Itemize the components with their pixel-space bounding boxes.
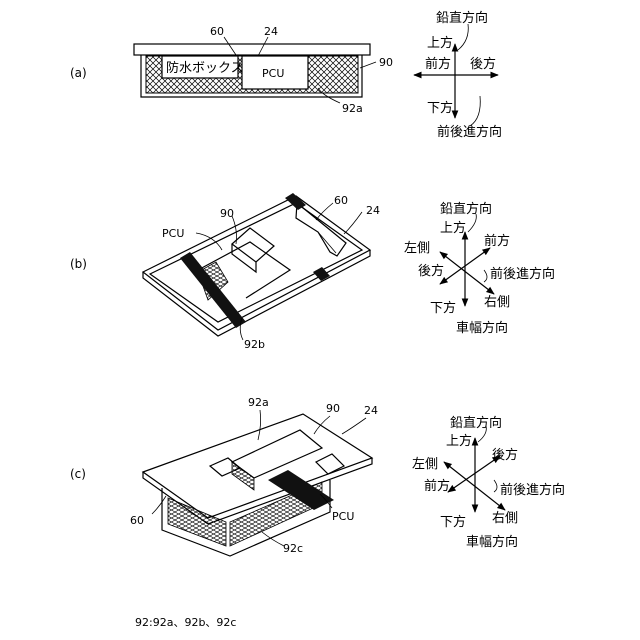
label-60-b: 60 bbox=[334, 194, 348, 207]
axis-rear-a: 後方 bbox=[470, 56, 496, 72]
mesh-92c bbox=[168, 498, 226, 546]
label-90-b: 90 bbox=[220, 207, 234, 220]
leader-fb-c bbox=[494, 480, 497, 492]
axis-vertical-c: 鉛直方向 bbox=[450, 415, 502, 431]
label-92c-c: 92c bbox=[283, 542, 303, 555]
axis-fb-c: 前後進方向 bbox=[500, 482, 565, 498]
axis-width-c: 車幅方向 bbox=[466, 534, 518, 550]
axis-legend-b: 鉛直方向 上方 前方 左側 後方 前後進方向 下方 右側 車幅方向 bbox=[404, 201, 555, 336]
mesh-92a-c bbox=[232, 462, 254, 490]
axis-left-c: 左側 bbox=[412, 457, 438, 472]
axis-rear-b: 後方 bbox=[418, 263, 444, 279]
label-92a-c: 92a bbox=[248, 396, 269, 409]
leader-24-b bbox=[344, 212, 362, 234]
axis-down-b: 下方 bbox=[430, 300, 456, 316]
panel-c: (c) 92a 90 24 60 PCU 92c bbox=[70, 396, 565, 556]
axis-front-b: 前方 bbox=[484, 233, 510, 249]
label-90-c: 90 bbox=[326, 402, 340, 415]
axis-front-a: 前方 bbox=[425, 56, 451, 72]
axis-legend-a: 鉛直方向 上方 前方 後方 下方 前後進方向 bbox=[414, 10, 502, 140]
axis-vertical-a: 鉛直方向 bbox=[436, 10, 488, 26]
axis-right-c: 右側 bbox=[492, 511, 518, 526]
axis-fb-b: 前後進方向 bbox=[490, 266, 555, 282]
axis-legend-c: 鉛直方向 上方 後方 左側 前方 前後進方向 下方 右側 車幅方向 bbox=[412, 415, 565, 550]
panel-b: (b) PCU 90 60 24 92b bbox=[70, 193, 555, 351]
axis-width-b: 車幅方向 bbox=[456, 320, 508, 336]
leader-90-c bbox=[314, 416, 330, 434]
label-92a-a: 92a bbox=[342, 102, 363, 115]
axis-up-c: 上方 bbox=[446, 433, 472, 449]
cover-24 bbox=[134, 44, 370, 55]
axis-left-b: 左側 bbox=[404, 241, 430, 256]
axis-rear-c: 後方 bbox=[492, 447, 518, 463]
label-60-c: 60 bbox=[130, 514, 144, 527]
label-60-a: 60 bbox=[210, 25, 224, 38]
label-24-a: 24 bbox=[264, 25, 278, 38]
axis-down-c: 下方 bbox=[440, 514, 466, 530]
box-60-b-edge bbox=[318, 232, 336, 253]
label-pcu-c: PCU bbox=[332, 510, 354, 523]
footnote: 92:92a、92b、92c bbox=[135, 616, 236, 629]
waterproof-box-label: 防水ボックス bbox=[166, 60, 244, 76]
pcu-c-box bbox=[316, 454, 344, 474]
axis-down-a: 下方 bbox=[427, 100, 453, 116]
leader-92a-c bbox=[258, 410, 261, 440]
panel-b-tag: (b) bbox=[70, 257, 87, 271]
label-pcu-b: PCU bbox=[162, 227, 184, 240]
axis-up-b: 上方 bbox=[440, 220, 466, 236]
pcu-b-side bbox=[232, 244, 256, 272]
leader-60-c bbox=[152, 496, 166, 514]
axis-fb-a: 前後進方向 bbox=[437, 124, 502, 140]
axis-vertical-b: 鉛直方向 bbox=[440, 201, 492, 217]
panel-a: (a) 防水ボックス PCU 60 24 90 92a 鉛直方向 上方 前方 bbox=[70, 10, 502, 140]
label-92b-b: 92b bbox=[244, 338, 265, 351]
leader-fb-b bbox=[484, 270, 487, 282]
label-90-a: 90 bbox=[379, 56, 393, 69]
panel-c-tag: (c) bbox=[70, 467, 86, 481]
axis-right-b: 右側 bbox=[484, 295, 510, 310]
box-60-b bbox=[296, 203, 346, 256]
axis-front-c: 前方 bbox=[424, 478, 450, 494]
pcu-c bbox=[232, 430, 322, 478]
leader-24-c bbox=[342, 418, 366, 434]
pcu-a-label: PCU bbox=[262, 67, 284, 80]
axis-up-a: 上方 bbox=[427, 35, 453, 51]
label-24-b: 24 bbox=[366, 204, 380, 217]
panel-a-tag: (a) bbox=[70, 66, 87, 80]
pcu-b bbox=[232, 228, 274, 262]
label-24-c: 24 bbox=[364, 404, 378, 417]
leader-fb-a bbox=[470, 96, 480, 126]
leader-vertical-a bbox=[458, 24, 468, 50]
